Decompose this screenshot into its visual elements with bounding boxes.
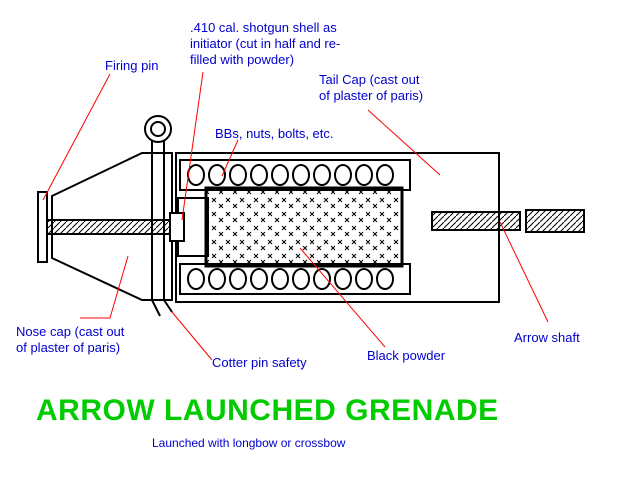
firing-pin [37,191,176,263]
bb-pellet [208,268,226,290]
bb-pellet [355,268,373,290]
label-shell: .410 cal. shotgun shell as initiator (cu… [190,20,341,67]
arrow-shaft [431,209,585,233]
bb-pellet [355,164,373,186]
label-firing-pin: Firing pin [105,58,159,73]
bb-pellet [271,268,289,290]
bb-pellet [271,164,289,186]
label-nose-cap: Nose cap (cast out of plaster of paris) [16,324,125,355]
black-powder-chamber [204,186,404,268]
label-tail-cap: Tail Cap (cast out of plaster of paris) [319,72,424,103]
bb-payload [179,159,411,295]
cotter-pin [144,115,173,317]
bb-pellet [250,268,268,290]
shotgun-shell [169,197,209,257]
bb-pellet [313,164,331,186]
bb-pellet [187,268,205,290]
label-bbs: BBs, nuts, bolts, etc. [215,126,334,141]
bb-pellet [187,164,205,186]
bb-pellet [376,164,394,186]
diagram-subtitle: Launched with longbow or crossbow [152,436,346,450]
bb-pellet [376,268,394,290]
bb-pellet [334,268,352,290]
diagram-title: ARROW LAUNCHED GRENADE [36,394,499,427]
bb-pellet [292,164,310,186]
label-black-powder: Black powder [367,348,446,363]
label-arrow-shaft: Arrow shaft [514,330,580,345]
bb-pellet [313,268,331,290]
bb-pellet [229,268,247,290]
bb-pellet [292,268,310,290]
leader-lines [42,71,549,361]
bb-pellet [229,164,247,186]
label-cotter-pin: Cotter pin safety [212,355,307,370]
bb-pellet [250,164,268,186]
bb-pellet [208,164,226,186]
bb-pellet [334,164,352,186]
